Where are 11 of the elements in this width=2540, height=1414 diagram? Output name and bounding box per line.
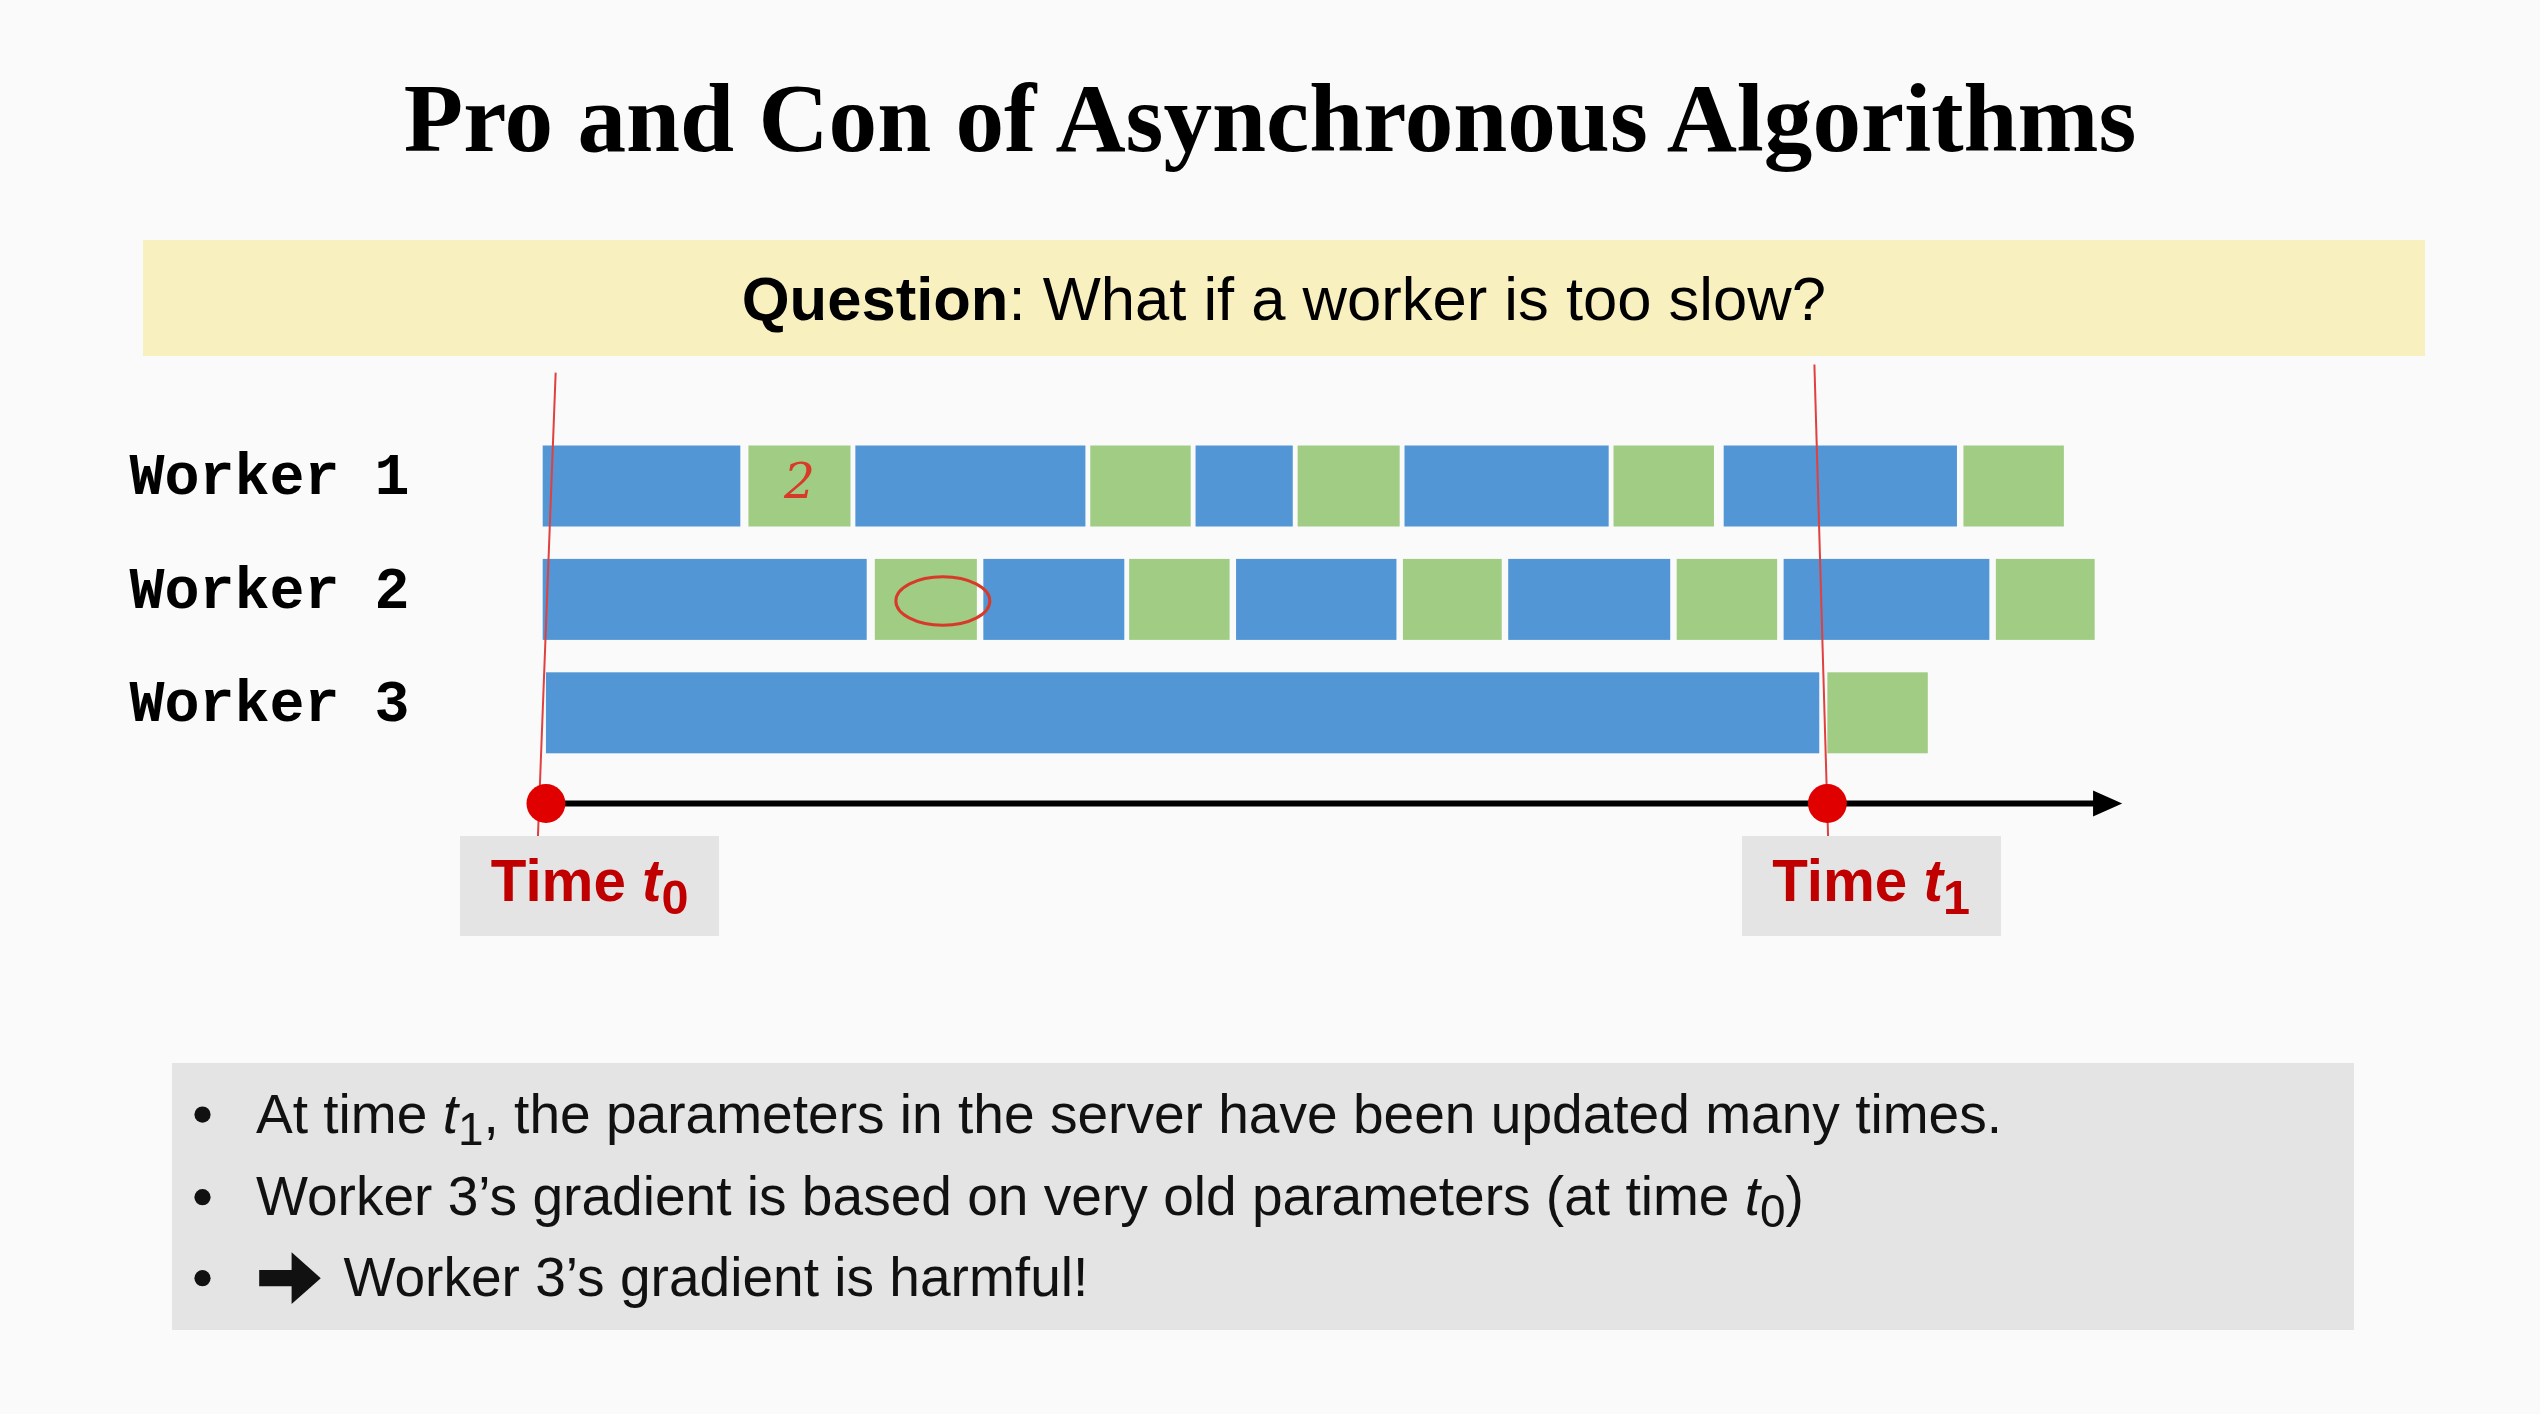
worker-label: Worker 1 bbox=[129, 450, 410, 509]
bullet-text: Worker 3’s gradient is harmful! bbox=[343, 1245, 1089, 1311]
handwritten-mark: 2 bbox=[784, 456, 815, 506]
question-banner: Question: What if a worker is too slow? bbox=[142, 239, 2426, 357]
title: Pro and Con of Asynchronous Algorithms bbox=[402, 62, 2138, 174]
time-label: Time t$_{0}$ bbox=[460, 835, 720, 937]
bullet-text: At time t$_{1}$, the parameters in the server have been updated many times. bbox=[255, 1081, 2003, 1157]
worker-label: Worker 3 bbox=[129, 677, 410, 736]
bullet-text: Worker 3’s gradient is based on very old parameters (at time t$_{0}$) bbox=[255, 1164, 1804, 1240]
time-label: Time t$_{1}$ bbox=[1741, 835, 2001, 937]
worker-label: Worker 2 bbox=[129, 563, 410, 623]
